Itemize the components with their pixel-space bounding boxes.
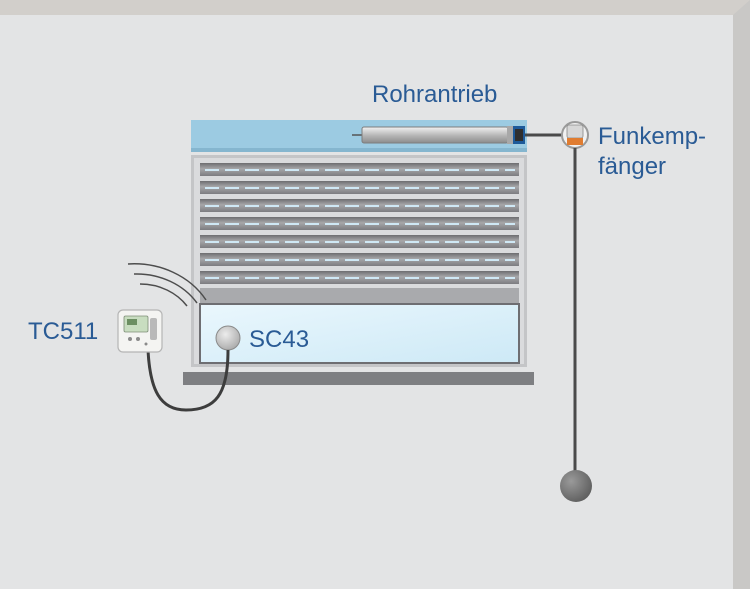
tubular-motor <box>352 126 525 144</box>
receiver-label-line-2: fänger <box>598 153 667 180</box>
wall-side <box>733 0 750 589</box>
radio-waves-icon <box>127 263 207 307</box>
window-glass <box>199 303 520 364</box>
radio-receiver-icon <box>561 121 589 149</box>
cord-ball <box>560 470 592 502</box>
thermostat-icon <box>117 309 163 353</box>
motor-label: Rohrantrieb <box>372 81 498 108</box>
shutter-box-shadow <box>191 148 527 152</box>
sensor-label: SC43 <box>249 326 310 353</box>
sensor-icon <box>215 325 241 351</box>
thermostat-label: TC511 <box>28 318 99 345</box>
window-sill <box>183 372 534 385</box>
receiver-label: Funkemp- fänger <box>598 122 706 182</box>
receiver-label-line-1: Funkemp- <box>598 123 707 150</box>
roller-shutter <box>200 163 519 304</box>
sensor-cable <box>146 349 230 412</box>
